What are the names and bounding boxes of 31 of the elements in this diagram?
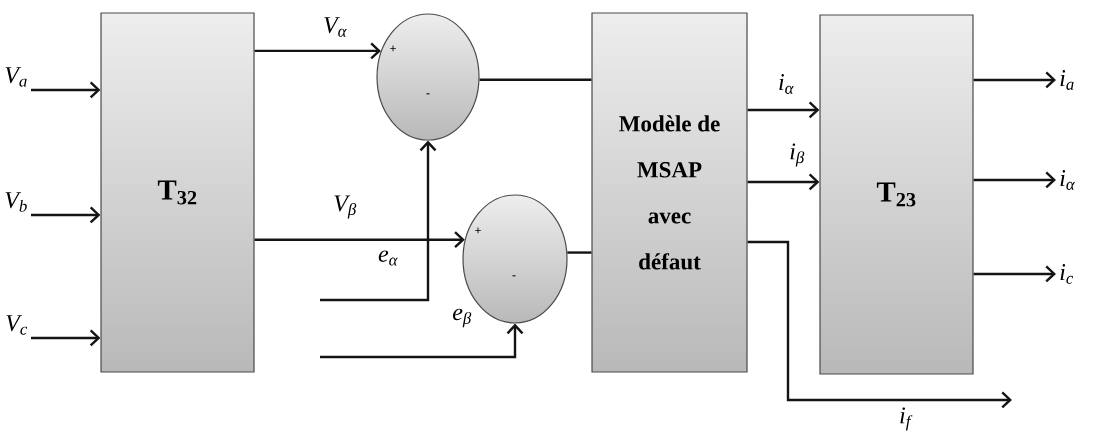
arrow (973, 265, 1056, 283)
signal-label: i$_{c}$ (1060, 264, 1074, 284)
arrow (31, 81, 101, 99)
edge-label: V$_{α}$ (322, 16, 348, 38)
process-box: Modèle de MSAP avec défaut (591, 12, 748, 373)
arrow (747, 240, 1012, 409)
connector-line (567, 251, 592, 254)
arrow (31, 206, 101, 224)
process-box: T$_{32}$ (100, 12, 255, 373)
edge-label: e$_{α}$ (377, 249, 399, 267)
summing-junction: + - (376, 13, 480, 141)
edge-label: i$_{β}$ (788, 142, 806, 168)
edge-label: V$_{β}$ (332, 194, 358, 220)
arrow (973, 71, 1056, 89)
arrow (254, 231, 465, 249)
signal-label: V$_{a}$ (5, 67, 27, 87)
signal-label: V$_{c}$ (6, 315, 28, 335)
signal-label: i$_{α}$ (1060, 170, 1075, 190)
edge-label: i$_{α}$ (777, 73, 795, 95)
arrow (747, 173, 820, 191)
signal-label: V$_{b}$ (5, 192, 27, 212)
arrow (31, 329, 101, 347)
arrow (320, 140, 437, 302)
edge-label: i$_{f}$ (898, 406, 913, 432)
arrow (320, 323, 524, 359)
arrow (254, 42, 381, 60)
process-box: T$_{23}$ (819, 14, 974, 375)
arrow (747, 101, 820, 119)
connector-line (479, 78, 592, 81)
arrow (973, 171, 1056, 189)
signal-label: i$_{a}$ (1060, 70, 1074, 90)
